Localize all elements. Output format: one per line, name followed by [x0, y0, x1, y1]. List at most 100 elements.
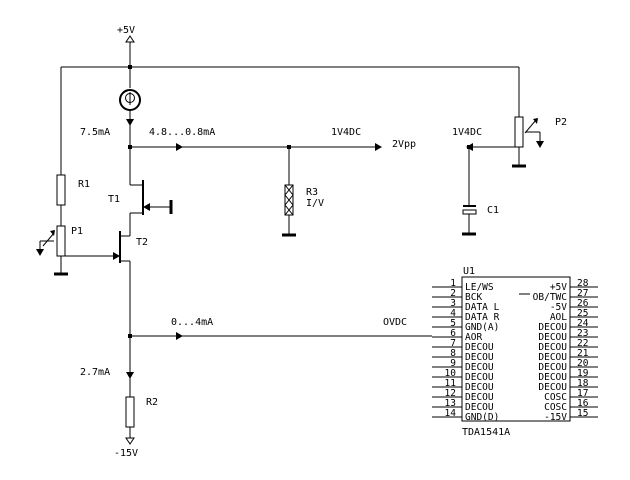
transistor-t1	[129, 168, 173, 236]
ic-pin-name-left: AOR	[465, 332, 482, 343]
ic-pin-name-right: DECOU	[538, 362, 567, 373]
resistor-r3	[284, 184, 294, 216]
r2-current-label: 2.7mA	[80, 367, 110, 378]
ic-pin-name-left: LE/WS	[465, 282, 494, 293]
potentiometer-p2	[514, 116, 544, 148]
ic-pin-number-right: 21	[577, 348, 589, 359]
ic-pin-number-left: 14	[445, 408, 457, 419]
current-arrow-r2	[126, 372, 134, 379]
ic-ref-label: U1	[463, 266, 475, 277]
ic-pin-number-right: 20	[577, 358, 589, 369]
ic-pin-name-right: DECOU	[538, 322, 567, 333]
ic-pin-name-right: COSC	[544, 402, 567, 413]
ic-pin-name-left: DATA L	[465, 302, 500, 313]
ic-pin-number-right: 25	[577, 308, 588, 319]
ic-pin-number-right: 16	[577, 398, 589, 409]
ic-pin-name-right: DECOU	[538, 382, 567, 393]
ic-pin-number-left: 12	[445, 388, 456, 399]
ic-pin-number-left: 6	[450, 328, 456, 339]
ic-pin-number-right: 27	[577, 288, 588, 299]
ic-pin-number-right: 23	[577, 328, 588, 339]
ic-pin-name-left: DECOU	[465, 362, 494, 373]
ic-pin-name-left: DECOU	[465, 372, 494, 383]
ic-pin-number-left: 8	[450, 348, 456, 359]
current-arrow-node	[176, 143, 183, 151]
resistor-r2	[125, 396, 135, 428]
r3-label: R3	[306, 187, 318, 198]
ovdc-label: OVDC	[383, 317, 407, 328]
ic-pin-name-right: DECOU	[538, 332, 567, 343]
ic-pin-number-left: 10	[445, 368, 457, 379]
resistor-r1	[56, 174, 66, 206]
t1-label: T1	[108, 194, 120, 205]
ic-pin-name-right: DECOU	[538, 342, 567, 353]
ic-pin-name-left: DECOU	[465, 382, 494, 393]
current-top-label: 7.5mA	[80, 127, 110, 138]
ic-pin-name-left: DECOU	[465, 402, 494, 413]
current-arrow-bottom	[176, 332, 183, 340]
ic-pin-number-right: 28	[577, 278, 589, 289]
current-bottom-range-label: 0...4mA	[171, 317, 213, 328]
current-source	[119, 89, 141, 111]
supply-positive: +5V	[117, 25, 135, 43]
gate-arrow-t2	[113, 252, 120, 260]
ic-pin-number-right: 24	[577, 318, 589, 329]
ic-part-label: TDA1541A	[462, 427, 510, 438]
ic-pin-name-left: DECOU	[465, 392, 494, 403]
ic-pin-name-right: DECOU	[538, 372, 567, 383]
ic-pin-number-left: 11	[445, 378, 457, 389]
ic-pin-name-left: GND(D)	[465, 412, 499, 423]
ic-pin-number-right: 17	[577, 388, 588, 399]
ic-pin-number-left: 5	[450, 318, 456, 329]
ic-pin-number-right: 15	[577, 408, 588, 419]
ic-pin-number-left: 9	[450, 358, 456, 369]
output-voltage-label: 2Vpp	[392, 139, 416, 150]
right-node-voltage-label: 1V4DC	[452, 127, 482, 138]
ic-pin-name-right: AOL	[550, 312, 567, 323]
r1-label: R1	[78, 179, 90, 190]
capacitor-c1	[462, 205, 477, 215]
ic-pin-number-right: 19	[577, 368, 589, 379]
potentiometer-p1	[36, 225, 66, 257]
ic-pin-name-left: DATA R	[465, 312, 500, 323]
ic-pin-name-left: DECOU	[465, 342, 494, 353]
current-range-label: 4.8...0.8mA	[149, 127, 215, 138]
transistor-t2	[119, 231, 131, 336]
p1-label: P1	[71, 226, 83, 237]
output-arrow	[375, 143, 382, 151]
ic-body	[461, 276, 571, 422]
supply-arrow-bottom	[125, 437, 135, 445]
ic-pin-number-left: 7	[450, 338, 456, 349]
c1-label: C1	[487, 205, 499, 216]
ic-pin-name-left: DECOU	[465, 352, 494, 363]
ic-pin-number-left: 4	[450, 308, 456, 319]
ic-pin-number-right: 26	[577, 298, 589, 309]
ic-pin-number-right: 18	[577, 378, 589, 389]
ic-pin-number-left: 3	[450, 298, 456, 309]
ic-pin-name-right: -15V	[544, 412, 567, 423]
ic-pin-number-right: 22	[577, 338, 588, 349]
r2-label: R2	[146, 397, 158, 408]
ic-pin-number-left: 2	[450, 288, 456, 299]
supply-arrow-top	[125, 35, 135, 43]
ic-pin-name-left: BCK	[465, 292, 482, 303]
current-arrow-top	[126, 119, 134, 126]
supply-negative-label: -15V	[114, 448, 138, 459]
ic-pin-name-right: DECOU	[538, 352, 567, 363]
supply-positive-label: +5V	[117, 25, 135, 36]
ic-pin-name-left: GND(A)	[465, 322, 499, 333]
ic-pin-name-right: -5V	[550, 302, 567, 313]
r3-note-label: I/V	[306, 198, 324, 209]
ic-pin-number-left: 1	[450, 278, 456, 289]
t2-label: T2	[136, 237, 148, 248]
node-voltage-label: 1V4DC	[331, 127, 361, 138]
ic-pin-name-right: COSC	[544, 392, 567, 403]
ic-pin-number-left: 13	[445, 398, 456, 409]
ic-pin-name-right: +5V	[550, 282, 567, 293]
ic-pin-name-right: OB/TWC	[533, 292, 567, 303]
p2-label: P2	[555, 117, 567, 128]
